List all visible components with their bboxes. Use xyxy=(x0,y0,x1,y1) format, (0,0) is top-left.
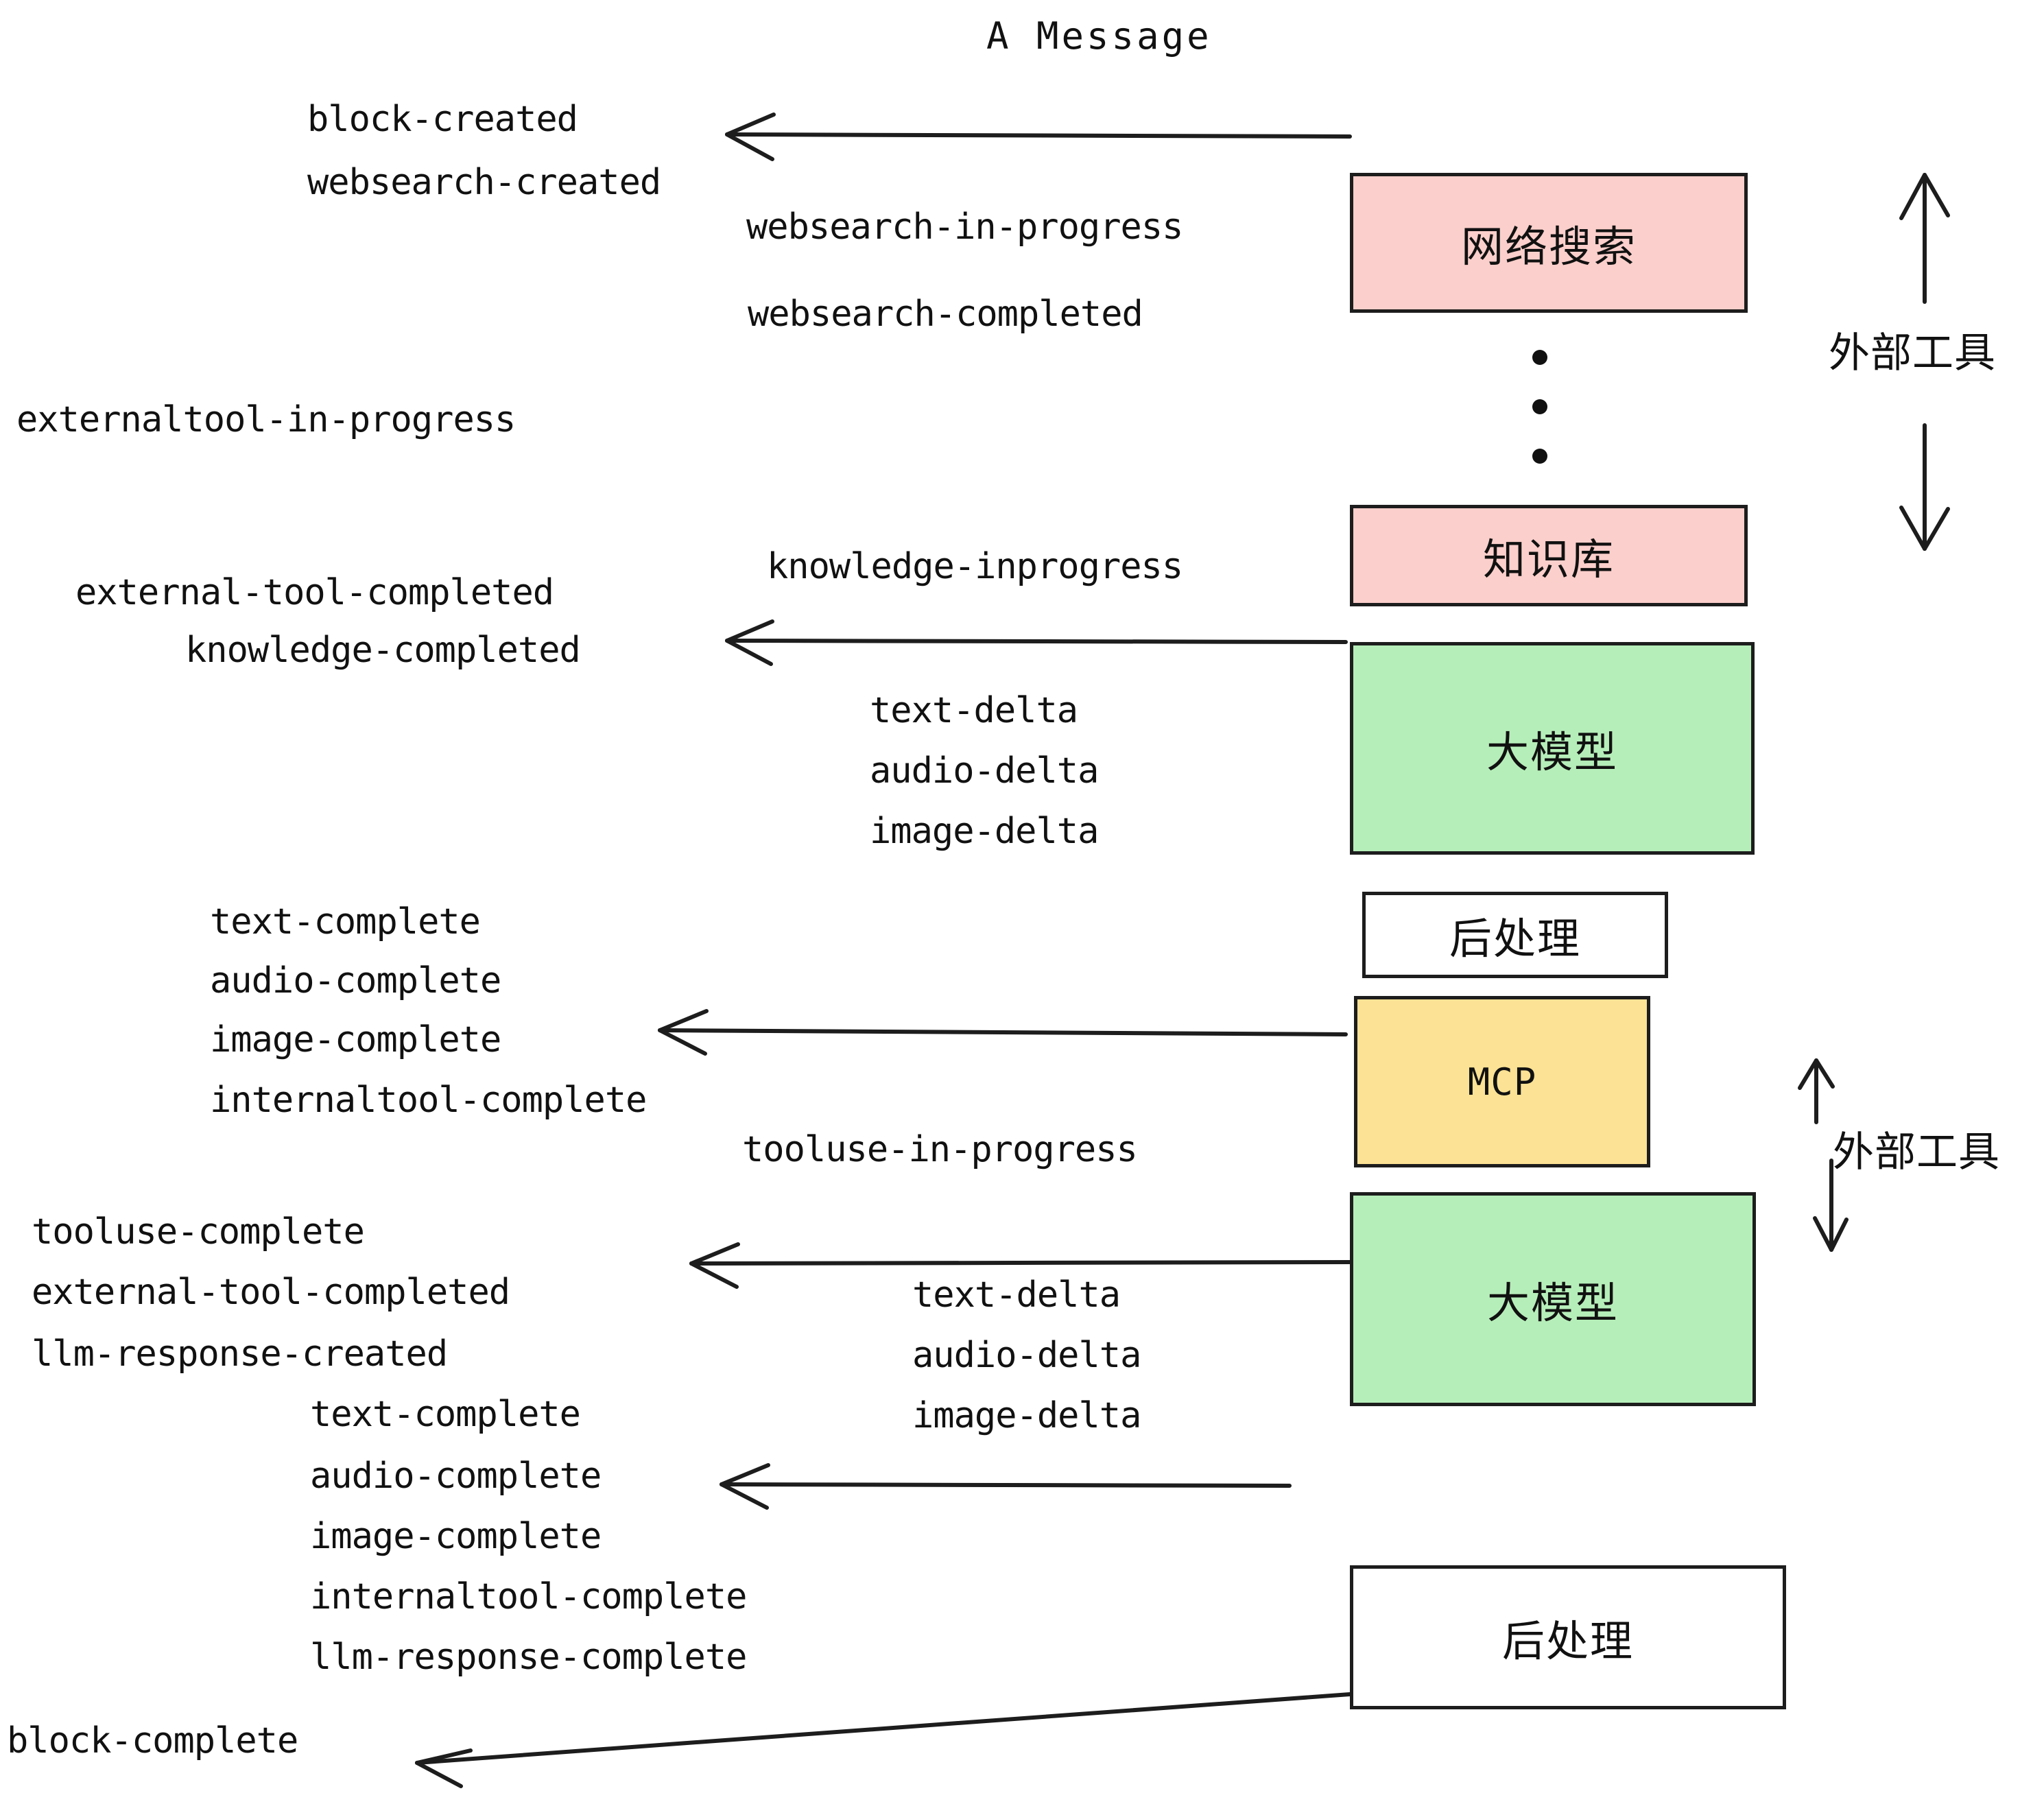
event-label-external-tool-completed-1: external-tool-completed xyxy=(75,572,554,613)
event-label-text-delta-2: text-delta xyxy=(912,1274,1121,1316)
node-postprocess-1[interactable]: 后处理 xyxy=(1362,892,1668,978)
event-label-llm-response-complete: llm-response-complete xyxy=(310,1637,747,1678)
node-websearch[interactable]: 网络搜索 xyxy=(1350,173,1748,313)
event-label-block-complete: block-complete xyxy=(7,1720,298,1761)
event-label-knowledge-completed: knowledge-completed xyxy=(185,630,581,671)
node-postprocess-2[interactable]: 后处理 xyxy=(1350,1565,1786,1709)
event-label-internaltool-complete-2: internaltool-complete xyxy=(310,1576,747,1617)
event-label-text-complete-2: text-complete xyxy=(310,1394,581,1435)
arrow-websearch-to-events xyxy=(725,112,1352,161)
node-websearch-label: 网络搜索 xyxy=(1460,222,1637,272)
event-label-websearch-in-progress: websearch-in-progress xyxy=(746,206,1183,248)
node-llm-2[interactable]: 大模型 xyxy=(1350,1192,1756,1406)
event-label-image-delta-1: image-delta xyxy=(870,811,1099,852)
arrow-llm2-to-events xyxy=(720,1463,1292,1510)
arrow-knowledge-to-events xyxy=(725,619,1348,666)
event-label-knowledge-inprogress: knowledge-inprogress xyxy=(767,546,1183,587)
event-label-internaltool-complete-1: internaltool-complete xyxy=(210,1080,647,1121)
side-label-external-tool-bottom: 外部工具 xyxy=(1833,1128,2000,1176)
event-label-externaltool-in-progress: externaltool-in-progress xyxy=(16,399,516,440)
side-label-external-tool-top: 外部工具 xyxy=(1829,329,1996,377)
event-label-audio-delta-2: audio-delta xyxy=(912,1335,1141,1376)
event-label-text-complete-1: text-complete xyxy=(210,901,481,942)
arrow-llm1-to-events xyxy=(658,1009,1348,1056)
arrow-postprocess2-to-block-complete xyxy=(415,1692,1352,1788)
diagram-title: A Message xyxy=(986,14,1212,58)
event-label-audio-complete-2: audio-complete xyxy=(310,1456,602,1497)
event-label-image-complete-1: image-complete xyxy=(210,1019,501,1060)
event-label-tooluse-complete: tooluse-complete xyxy=(32,1211,365,1253)
event-label-block-created: block-created xyxy=(307,99,578,140)
event-label-audio-complete-1: audio-complete xyxy=(210,960,501,1001)
node-llm-1[interactable]: 大模型 xyxy=(1350,642,1755,855)
node-knowledge[interactable]: 知识库 xyxy=(1350,505,1748,606)
ellipsis-dot-3 xyxy=(1532,449,1547,464)
node-mcp-label: MCP xyxy=(1467,1060,1537,1104)
node-llm-1-label: 大模型 xyxy=(1486,727,1618,777)
event-label-websearch-created: websearch-created xyxy=(307,162,661,203)
event-label-websearch-completed: websearch-completed xyxy=(748,294,1143,335)
node-llm-2-label: 大模型 xyxy=(1486,1278,1619,1328)
ellipsis-dot-2 xyxy=(1532,399,1547,414)
event-label-external-tool-completed-2: external-tool-completed xyxy=(32,1272,510,1313)
event-label-llm-response-created: llm-response-created xyxy=(32,1333,448,1375)
node-postprocess-1-label: 后处理 xyxy=(1449,914,1581,964)
node-knowledge-label: 知识库 xyxy=(1482,534,1615,584)
event-label-text-delta-1: text-delta xyxy=(870,690,1078,731)
event-label-tooluse-in-progress: tooluse-in-progress xyxy=(742,1129,1138,1170)
ellipsis-dot-1 xyxy=(1532,350,1547,365)
event-label-audio-delta-1: audio-delta xyxy=(870,750,1099,792)
node-mcp[interactable]: MCP xyxy=(1354,996,1650,1167)
event-label-image-complete-2: image-complete xyxy=(310,1516,602,1557)
event-label-image-delta-2: image-delta xyxy=(912,1395,1141,1436)
node-postprocess-2-label: 后处理 xyxy=(1501,1616,1634,1666)
